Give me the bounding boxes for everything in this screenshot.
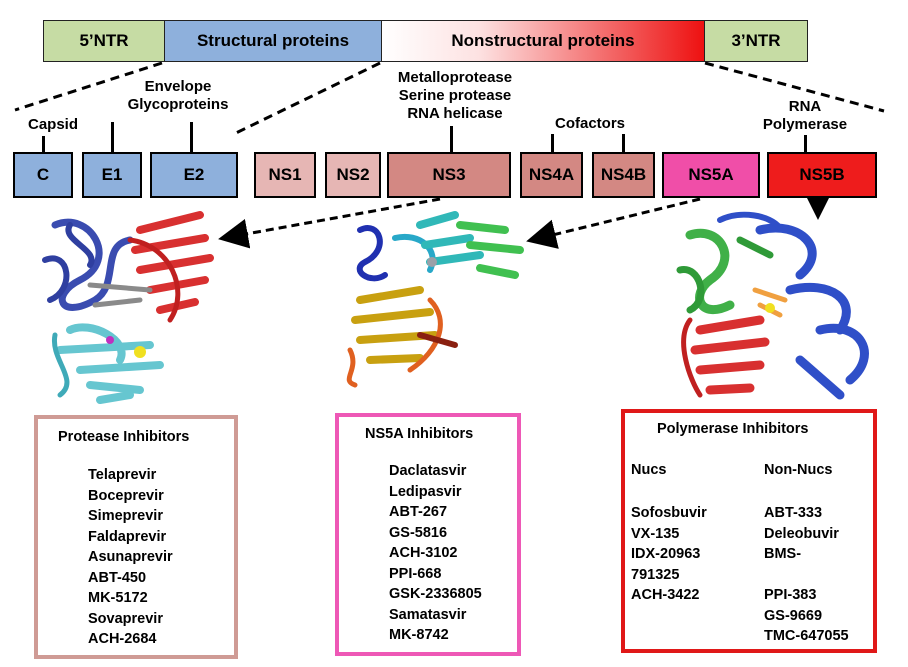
protein-ns2: NS2 <box>325 152 381 198</box>
drug-item: PPI-668 <box>389 565 442 582</box>
drug-item: ABT-333 <box>764 505 823 521</box>
drug-item: PPI-383 <box>764 587 817 603</box>
capsid-tick <box>42 136 45 152</box>
ns4a-tick <box>551 134 554 152</box>
ns3-line1: Metalloprotease <box>397 69 513 86</box>
protein-e2-label: E2 <box>183 165 205 184</box>
protein-c: C <box>13 152 73 198</box>
structure-arrows <box>218 190 833 249</box>
protein-e1-label: E1 <box>101 165 123 184</box>
drug-item: MK-5172 <box>88 590 148 606</box>
drug-item: Daclatasvir <box>389 463 467 479</box>
protein-ns3-label: NS3 <box>432 165 466 184</box>
drug-item: Deleobuvir <box>764 525 839 542</box>
ns4b-tick <box>622 134 625 152</box>
protein-e1: E1 <box>82 152 142 198</box>
capsid-label: Capsid <box>20 116 86 134</box>
drug-item: Ledipasvir <box>389 483 462 500</box>
drug-item: Telaprevir <box>88 467 157 483</box>
ns3-function-label: Metalloprotease Serine protease RNA heli… <box>380 69 530 123</box>
nucs-drug-list: Sofosbuvir VX-135 IDX-20963 791325 ACH-3… <box>631 503 707 606</box>
rna-line2: Polymerase <box>762 116 848 133</box>
ns5a-drug-list: Daclatasvir Ledipasvir ABT-267 GS-5816 A… <box>389 461 482 646</box>
drug-item: TMC-647055 <box>764 628 849 644</box>
nonnucs-header: Non-Nucs <box>764 462 833 478</box>
protease-inhibitors-panel: Protease Inhibitors Telaprevir Boceprevi… <box>34 415 238 659</box>
drug-item: ACH-3422 <box>631 587 700 603</box>
protein-ns5a: NS5A <box>662 152 760 198</box>
rna-polymerase-label: RNA Polymerase <box>745 98 865 134</box>
drug-item: ABT-267 <box>389 504 448 520</box>
protein-ns5b-label: NS5B <box>799 165 845 184</box>
drug-item: Samatasvir <box>389 606 467 623</box>
drug-item <box>764 565 849 586</box>
polymerase-panel-title: Polymerase Inhibitors <box>657 421 809 437</box>
e2-tick <box>190 122 193 152</box>
protease-drug-list: Telaprevir Boceprevir Simeprevir Faldapr… <box>88 465 173 650</box>
nonnucs-drug-list: ABT-333 Deleobuvir BMS- PPI-383 GS-9669 … <box>764 503 849 647</box>
protein-ns2-label: NS2 <box>336 165 370 184</box>
protein-e2: E2 <box>150 152 238 198</box>
ns5a-panel-title: NS5A Inhibitors <box>365 426 474 442</box>
protease-panel-title: Protease Inhibitors <box>58 429 190 445</box>
ns5b-tick <box>804 135 807 152</box>
drug-item: ACH-3102 <box>389 545 458 561</box>
drug-item: MK-8742 <box>389 627 449 643</box>
drug-item: GS-9669 <box>764 607 823 624</box>
zoom-connectors <box>14 61 885 135</box>
protein-ns1: NS1 <box>254 152 316 198</box>
polymerase-inhibitors-panel: Polymerase Inhibitors Nucs Non-Nucs Sofo… <box>621 409 877 653</box>
ns3-line3: RNA helicase <box>407 105 503 122</box>
nucs-header: Nucs <box>631 462 667 478</box>
ns5a-structure-image <box>346 211 524 388</box>
genome-structural: Structural proteins <box>164 20 382 62</box>
drug-item: GS-5816 <box>389 524 448 541</box>
genome-nonstructural-label: Nonstructural proteins <box>451 31 635 50</box>
drug-item: Sovaprevir <box>88 610 163 627</box>
drug-item: Simeprevir <box>88 508 163 524</box>
ns3-line2: Serine protease <box>398 87 512 104</box>
ns5b-structure-image <box>676 211 869 400</box>
cofactors-label: Cofactors <box>535 115 645 133</box>
protein-c-label: C <box>36 165 50 184</box>
cofactors-text: Cofactors <box>554 115 625 132</box>
envelope-label: Envelope Glycoproteins <box>108 78 248 114</box>
envelope-line1: Envelope <box>144 78 212 95</box>
drug-item: VX-135 <box>631 525 680 542</box>
envelope-line2: Glycoproteins <box>127 96 229 113</box>
protein-ns1-label: NS1 <box>268 165 302 184</box>
protein-ns5b: NS5B <box>767 152 877 198</box>
rna-line1: RNA <box>788 98 822 115</box>
protein-ns5a-label: NS5A <box>688 165 734 184</box>
drug-item: Boceprevir <box>88 487 164 504</box>
genome-structural-label: Structural proteins <box>196 31 350 50</box>
ns3-tick <box>450 126 453 152</box>
drug-item: IDX-20963 <box>631 546 701 562</box>
protein-ns4b-label: NS4B <box>600 165 647 184</box>
protein-ns4b: NS4B <box>592 152 655 198</box>
genome-5ntr-label: 5’NTR <box>79 31 129 50</box>
drug-item: Asunaprevir <box>88 549 173 565</box>
genome-3ntr: 3’NTR <box>704 20 808 62</box>
genome-nonstructural: Nonstructural proteins <box>381 20 705 62</box>
protein-ns4a-label: NS4A <box>528 165 575 184</box>
protein-ns4a: NS4A <box>520 152 583 198</box>
e1-tick <box>111 122 114 152</box>
drug-item: ABT-450 <box>88 569 147 586</box>
drug-item: Sofosbuvir <box>631 505 707 521</box>
drug-item: 791325 <box>631 566 680 583</box>
drug-item: GSK-2336805 <box>389 586 482 602</box>
ns3-structure-image <box>42 211 214 404</box>
ns5a-inhibitors-panel: NS5A Inhibitors Daclatasvir Ledipasvir A… <box>335 413 521 656</box>
drug-item: ACH-2684 <box>88 631 157 647</box>
capsid-text: Capsid <box>27 116 78 133</box>
drug-item: Faldaprevir <box>88 528 167 545</box>
genome-5ntr: 5’NTR <box>43 20 165 62</box>
drug-item: BMS- <box>764 546 802 562</box>
protein-ns3: NS3 <box>387 152 511 198</box>
genome-3ntr-label: 3’NTR <box>731 31 781 50</box>
